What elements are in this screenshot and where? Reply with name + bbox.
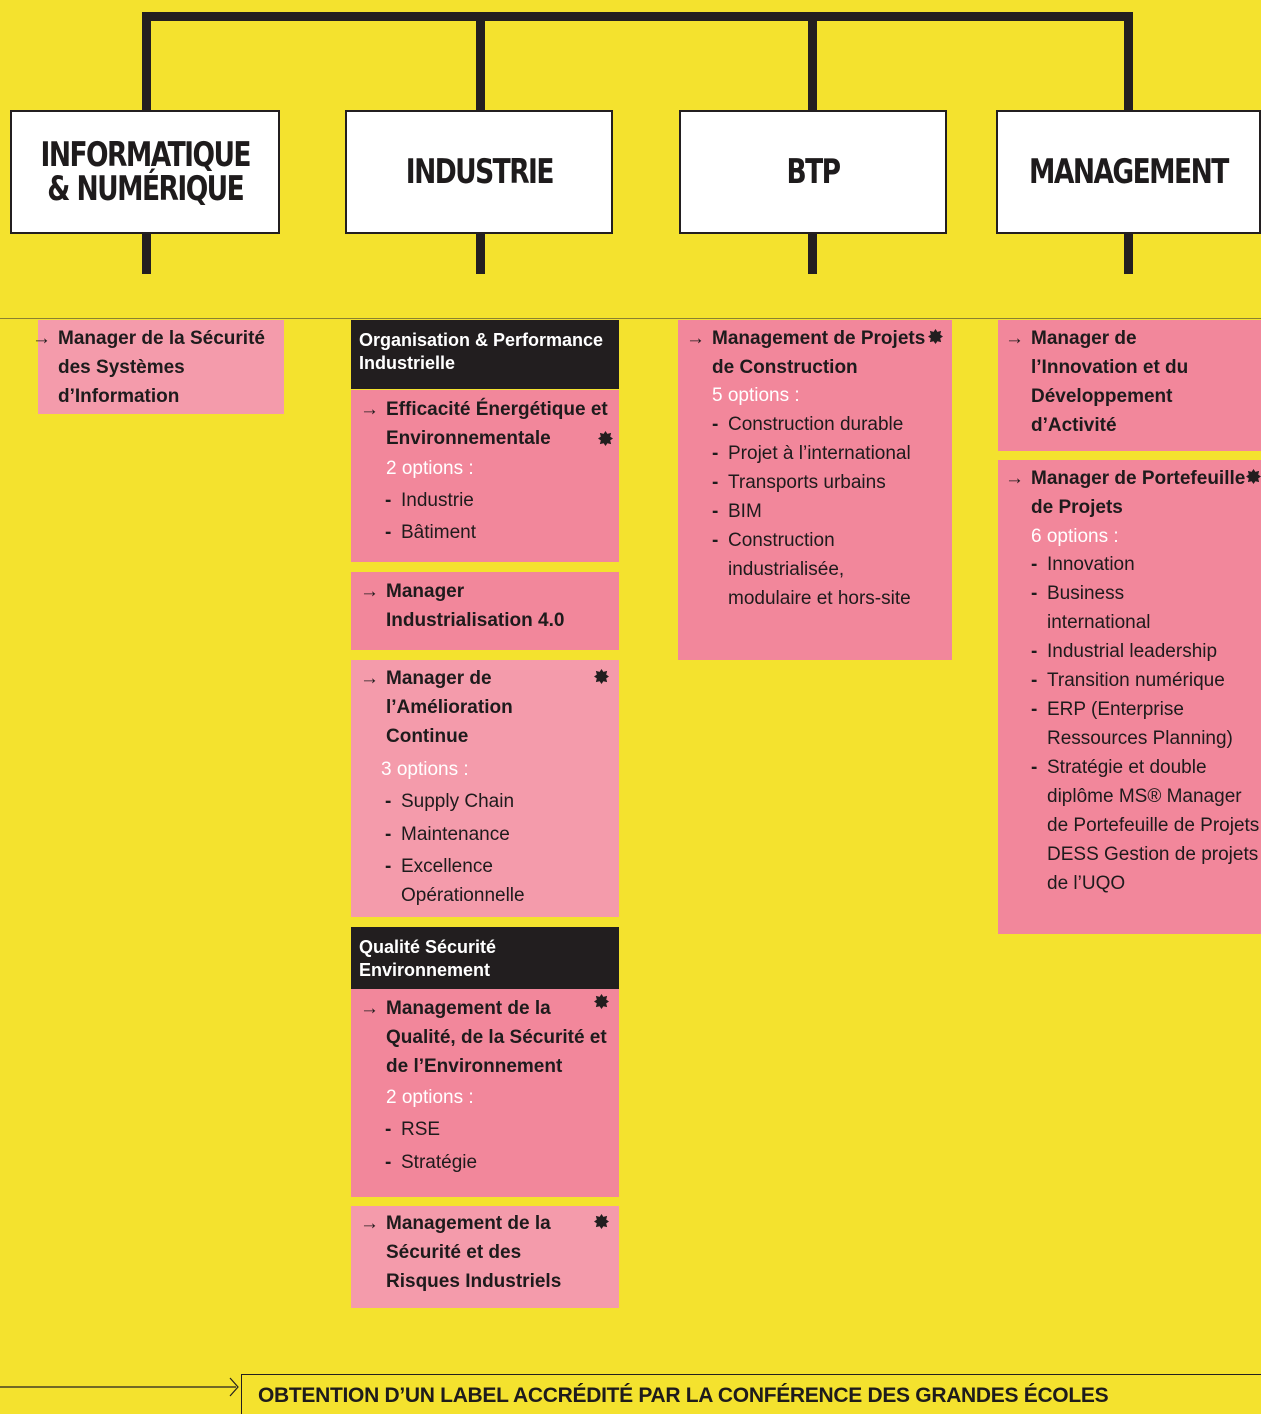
option-item: -Supply Chain bbox=[385, 791, 515, 812]
certification-seal-icon bbox=[1246, 469, 1261, 484]
program-title: → Management de Projets de Construction bbox=[686, 324, 947, 382]
program-card-industrialisation bbox=[351, 572, 619, 650]
option-item: -ERP (Enterprise Ressources Planning) bbox=[1031, 699, 1233, 749]
options-count: 2 options : bbox=[386, 1087, 474, 1108]
options-count: 6 options : bbox=[1031, 526, 1119, 547]
category-btp: BTP bbox=[679, 110, 947, 234]
certification-seal-icon bbox=[594, 669, 609, 684]
option-item: -Maintenance bbox=[385, 824, 510, 845]
footer-box-top bbox=[241, 1374, 1261, 1375]
stem-industrie bbox=[476, 232, 485, 274]
option-item: -Innovation bbox=[1031, 554, 1135, 575]
section-header-organisation: Organisation & Performance Industrielle bbox=[351, 320, 619, 389]
arrow-icon: → bbox=[360, 581, 379, 602]
footer-box-left bbox=[241, 1374, 242, 1414]
options-count: 3 options : bbox=[381, 759, 469, 780]
option-item: -RSE bbox=[385, 1119, 441, 1140]
arrow-icon: → bbox=[360, 399, 379, 420]
option-item: -Transition numérique bbox=[1031, 670, 1225, 691]
stem-informatique bbox=[142, 232, 151, 274]
category-management: MANAGEMENT bbox=[996, 110, 1261, 234]
option-item: -Industrial leadership bbox=[1031, 641, 1218, 662]
program-title: → Manager de l’Innovation et du Développ… bbox=[1005, 324, 1231, 440]
program-card-innovation bbox=[998, 320, 1261, 451]
stem-btp bbox=[808, 232, 817, 274]
option-item: -Stratégie bbox=[385, 1152, 478, 1173]
program-title: → Manager de la Sécurité des Systèmes d’… bbox=[32, 324, 283, 411]
option-item: -Bâtiment bbox=[385, 522, 476, 543]
arrow-icon: → bbox=[1005, 328, 1024, 349]
option-item: -Transports urbains bbox=[712, 472, 886, 493]
options-count: 5 options : bbox=[712, 385, 800, 406]
certification-seal-icon bbox=[928, 329, 943, 344]
footer-arrow-icon bbox=[0, 1377, 239, 1397]
connector-management bbox=[1124, 12, 1133, 112]
arrow-icon: → bbox=[360, 668, 379, 689]
program-title: → Efficacité Énergétique et Environnemen… bbox=[360, 395, 612, 453]
certification-seal-icon bbox=[594, 1214, 609, 1229]
section-header-qse: Qualité Sécurité Environnement bbox=[351, 927, 619, 989]
options-count: 2 options : bbox=[386, 458, 474, 479]
program-card-amelioration bbox=[351, 660, 619, 917]
option-item: -Projet à l’international bbox=[712, 443, 911, 464]
program-card-portefeuille bbox=[998, 460, 1261, 934]
program-title: → Manager de Portefeuille de Projets bbox=[1005, 464, 1261, 522]
top-connector bbox=[142, 12, 1133, 21]
option-item: -Construction durable bbox=[712, 414, 904, 435]
option-item: -Excellence Opérationnelle bbox=[385, 856, 525, 906]
program-card-risques bbox=[351, 1206, 619, 1308]
certification-seal-icon bbox=[598, 431, 613, 446]
program-title: → Management de la Sécurité et des Risqu… bbox=[360, 1209, 586, 1296]
label-accreditation-text: OBTENTION D’UN LABEL ACCRÉDITÉ PAR LA CO… bbox=[258, 1384, 1109, 1407]
arrow-icon: → bbox=[686, 328, 705, 349]
arrow-icon: → bbox=[32, 328, 51, 349]
option-item: -Construction industrialisée, modulaire … bbox=[712, 530, 911, 609]
connector-informatique bbox=[142, 12, 151, 112]
category-industrie: INDUSTRIE bbox=[345, 110, 613, 234]
program-card-efficacite bbox=[351, 390, 619, 562]
stem-management bbox=[1124, 232, 1133, 274]
arrow-icon: → bbox=[360, 998, 379, 1019]
program-title: → Management de la Qualité, de la Sécuri… bbox=[360, 994, 614, 1081]
option-item: -BIM bbox=[712, 501, 762, 522]
program-title: → Manager Industrialisation 4.0 bbox=[360, 577, 612, 635]
program-card-securite-si bbox=[38, 320, 284, 414]
divider-line bbox=[0, 318, 1261, 319]
program-title: → Manager de l’Amélioration Continue bbox=[360, 664, 556, 751]
option-item: -Business international bbox=[1031, 583, 1151, 633]
option-item: -Stratégie et double diplôme MS® Manager… bbox=[1031, 757, 1260, 894]
program-card-construction bbox=[678, 320, 952, 660]
category-informatique: INFORMATIQUE & NUMÉRIQUE bbox=[10, 110, 280, 234]
program-card-qse bbox=[351, 989, 619, 1197]
arrow-icon: → bbox=[360, 1213, 379, 1234]
arrow-icon: → bbox=[1005, 468, 1024, 489]
connector-industrie bbox=[476, 12, 485, 112]
certification-seal-icon bbox=[594, 994, 609, 1009]
connector-btp bbox=[808, 12, 817, 112]
option-item: -Industrie bbox=[385, 490, 474, 511]
